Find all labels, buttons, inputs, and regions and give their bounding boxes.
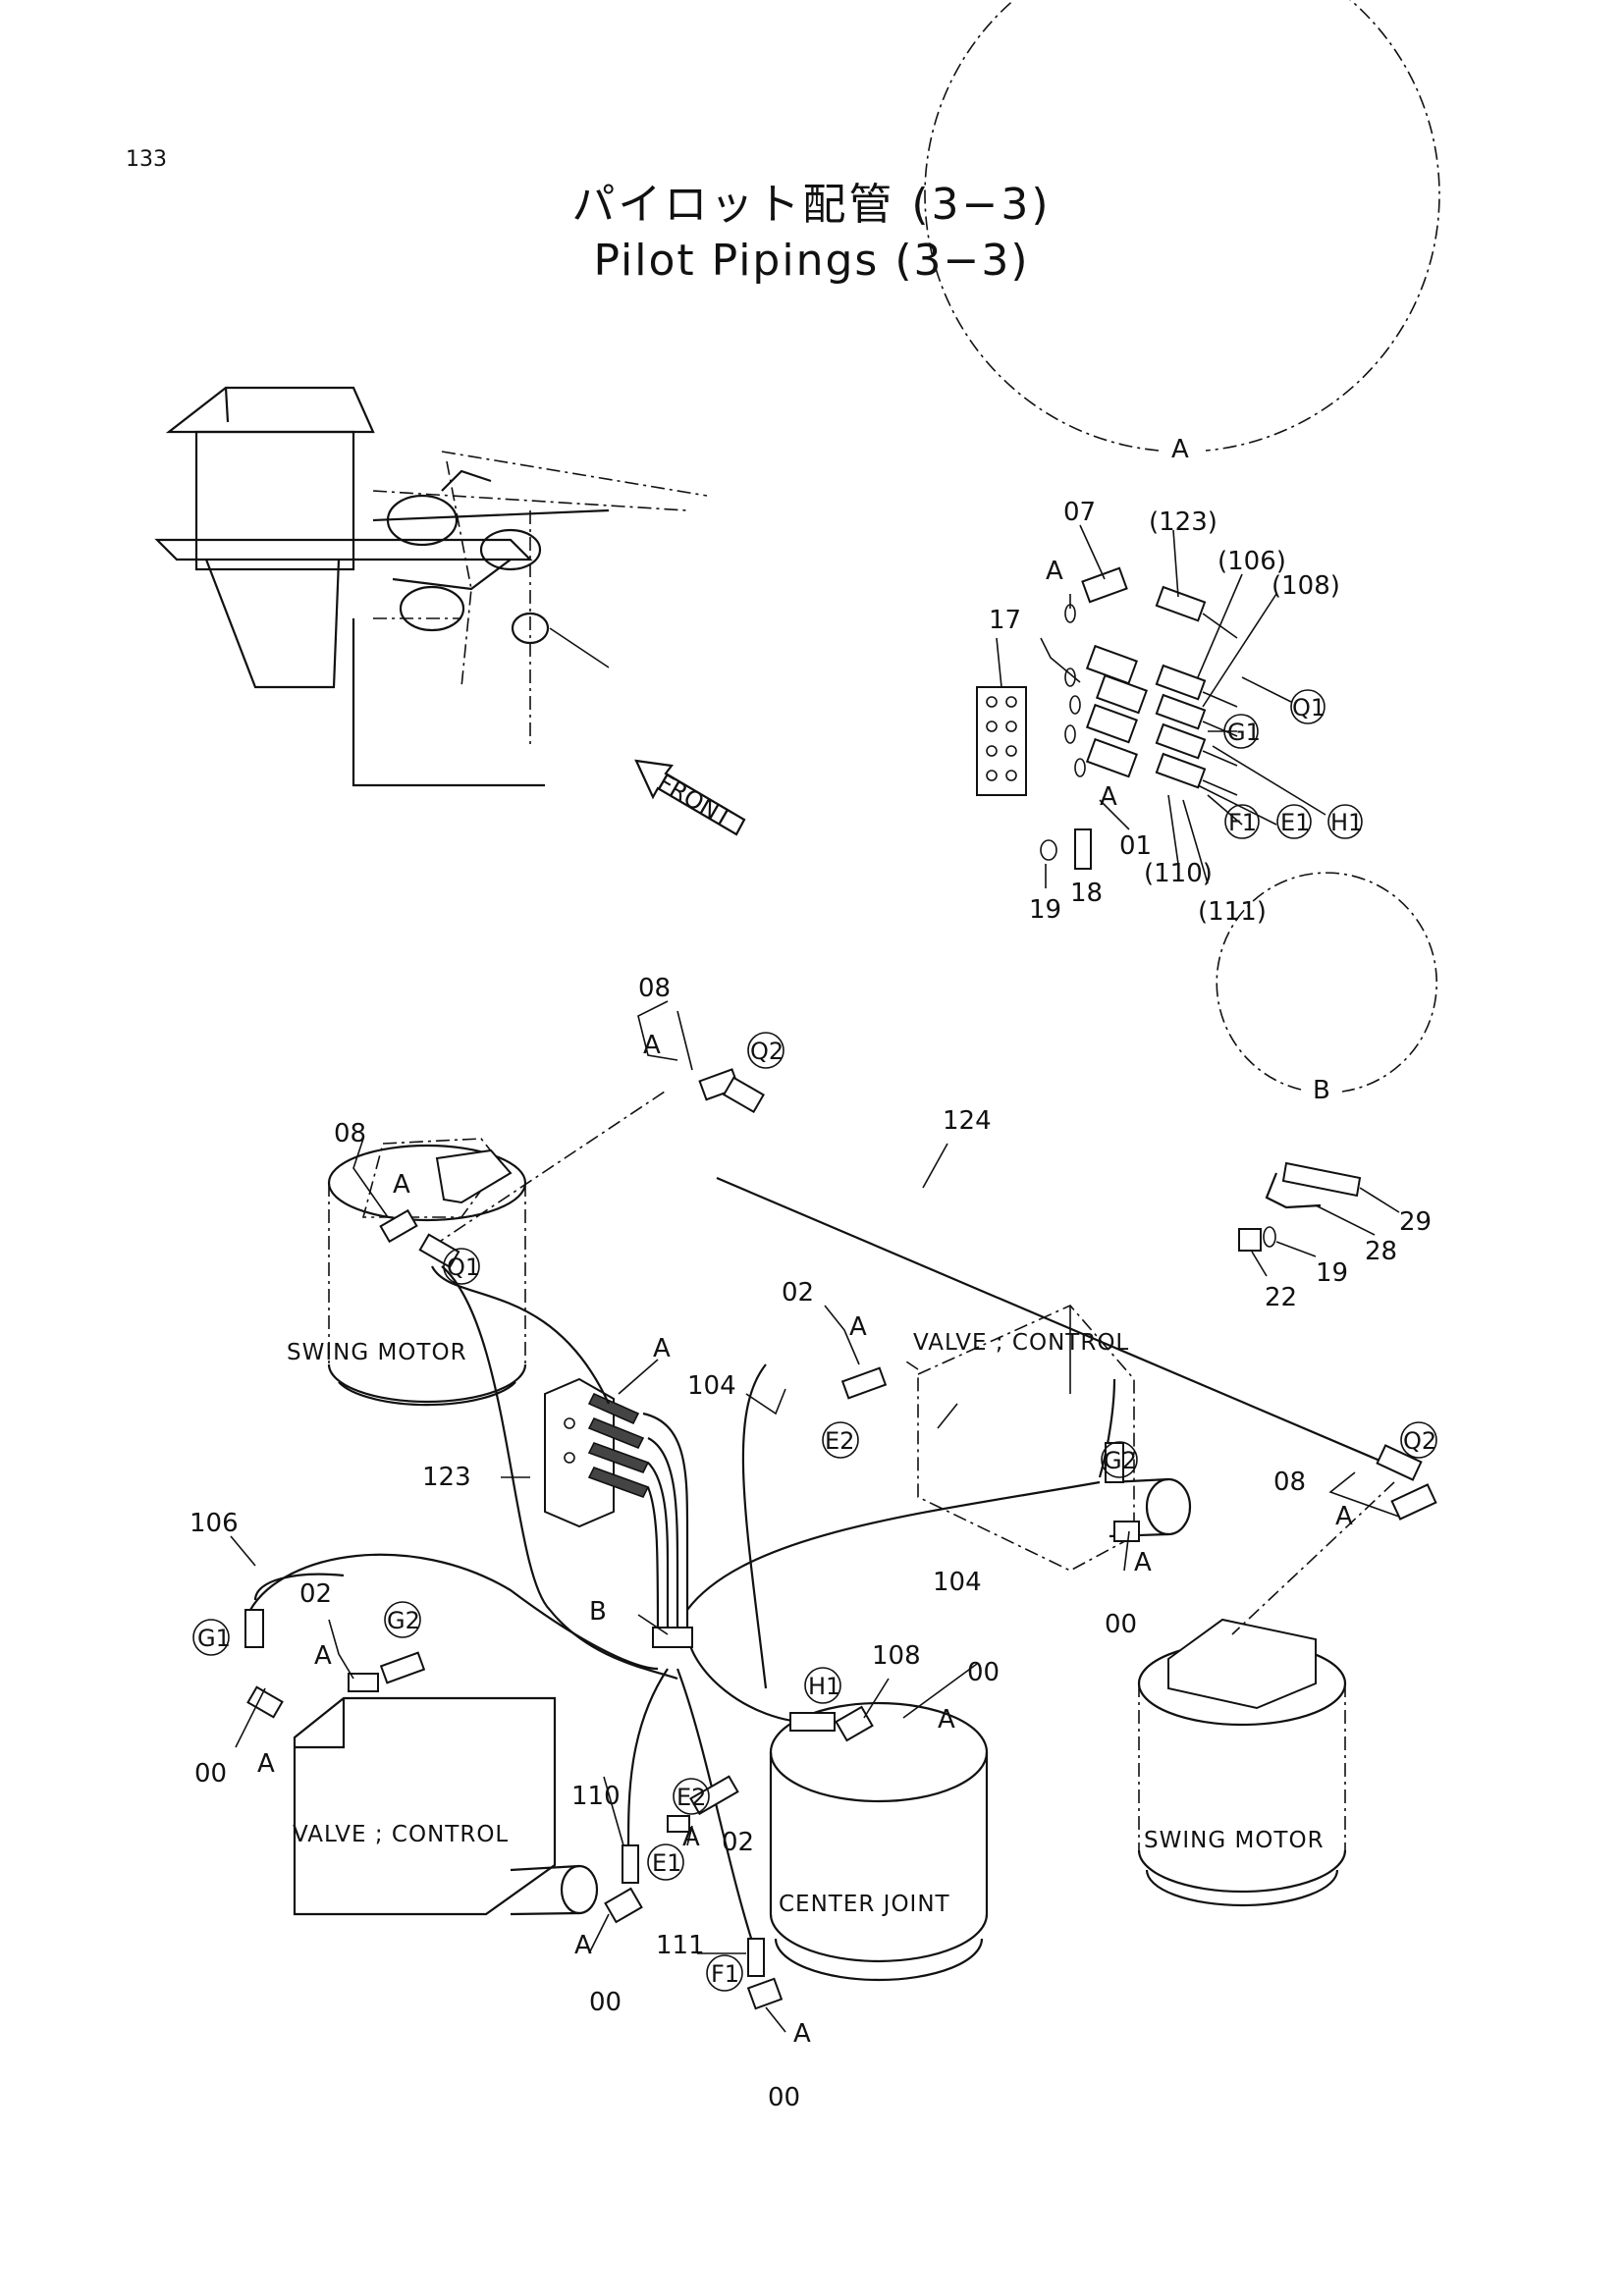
label-a-oring: A — [1046, 557, 1063, 586]
callout-108: 108 — [872, 1641, 921, 1671]
center-joint: CENTER JOINT — [769, 1701, 989, 1982]
callout-02-left: 02 — [299, 1579, 332, 1609]
callout-a-08-right: A — [1335, 1502, 1353, 1531]
label-110-ref: (110) — [1144, 859, 1213, 888]
label-q1: Q1 — [1292, 694, 1325, 721]
swing-motor-right: SWING MOTOR — [1137, 1618, 1347, 1907]
callout-a-02-lower: A — [682, 1823, 700, 1852]
callout-g2-right: G2 — [1104, 1447, 1137, 1474]
callout-a-e1: A — [574, 1931, 592, 1960]
title-english: Pilot Pipings (3−3) — [593, 236, 1030, 286]
callout-00-f1: 00 — [768, 2083, 800, 2112]
control-valve-upper: VALVE ; CONTROL — [913, 1305, 1192, 1572]
callout-123: 123 — [422, 1463, 471, 1492]
valve-control-lower-label: VALVE ; CONTROL — [293, 1822, 509, 1847]
label-29: 29 — [1399, 1207, 1432, 1237]
swing-motor-left-label: SWING MOTOR — [287, 1340, 467, 1365]
callout-e2-lower: E2 — [676, 1784, 706, 1811]
callout-a-g2: A — [1134, 1548, 1152, 1577]
label-e1: E1 — [1280, 809, 1310, 836]
callout-a-08-left: A — [393, 1170, 410, 1200]
machine-overview: FRONT — [154, 386, 746, 836]
callout-h1-center: H1 — [808, 1673, 840, 1700]
label-19-b: 19 — [1316, 1258, 1348, 1288]
manifold-block — [544, 1377, 650, 1528]
label-01: 01 — [1119, 831, 1152, 861]
callout-q2-top: Q2 — [750, 1038, 784, 1065]
label-22: 22 — [1265, 1283, 1297, 1312]
callout-e2-upper: E2 — [825, 1427, 854, 1455]
detail-b-circle: B 29 28 19 22 — [1216, 872, 1438, 1312]
callout-00-h1: 00 — [967, 1658, 1000, 1687]
callout-02-lower: 02 — [722, 1828, 754, 1857]
callout-08-right: 08 — [1273, 1468, 1306, 1497]
label-h1: H1 — [1330, 809, 1363, 836]
callout-02-upper: 02 — [782, 1278, 814, 1308]
detail-b-title: B — [1313, 1076, 1330, 1105]
callout-00-e1: 00 — [589, 1988, 622, 2017]
callout-g1-left: G1 — [197, 1625, 231, 1652]
callout-08-left: 08 — [334, 1119, 366, 1148]
control-valve-lower: VALVE ; CONTROL — [293, 1696, 599, 1916]
detail-a-title: A — [1171, 435, 1189, 464]
label-a-oring-2: A — [1100, 782, 1117, 812]
callout-a-02-upper: A — [849, 1312, 867, 1342]
label-g1: G1 — [1227, 719, 1261, 746]
callout-q1-left: Q1 — [447, 1254, 480, 1281]
callout-f1-lower: F1 — [711, 1960, 739, 1988]
label-17: 17 — [989, 606, 1021, 635]
callout-e1-lower: E1 — [652, 1849, 681, 1877]
callout-a-block: A — [653, 1334, 671, 1363]
valve-control-upper-label: VALVE ; CONTROL — [913, 1330, 1129, 1356]
callout-a-h1: A — [938, 1705, 955, 1735]
callout-a-02-left: A — [314, 1641, 332, 1671]
label-123-ref: (123) — [1149, 507, 1217, 537]
front-label: FRONT — [653, 769, 736, 832]
callout-104-upper: 104 — [687, 1371, 736, 1401]
front-arrow: FRONT — [634, 759, 746, 836]
callout-a-f1: A — [793, 2019, 811, 2049]
callout-08-top: 08 — [638, 974, 671, 1003]
callout-g2-left: G2 — [387, 1607, 420, 1634]
label-28: 28 — [1365, 1237, 1397, 1266]
callout-a-g1: A — [257, 1749, 275, 1779]
callout-a-08-top: A — [643, 1031, 661, 1060]
swing-motor-right-label: SWING MOTOR — [1144, 1828, 1325, 1853]
callout-124: 124 — [943, 1106, 992, 1136]
page-number: 133 — [126, 147, 167, 172]
label-106-ref: (106) — [1217, 547, 1286, 576]
callout-00-g1: 00 — [194, 1759, 227, 1789]
callout-111: 111 — [656, 1931, 705, 1960]
label-f1: F1 — [1228, 809, 1257, 836]
detail-a-circle: A — [924, 0, 1440, 927]
callout-b-clamp: B — [589, 1597, 607, 1627]
label-111-ref: (111) — [1198, 897, 1267, 927]
title-japanese: パイロット配管 (3−3) — [571, 180, 1052, 230]
label-108-ref: (108) — [1271, 571, 1340, 601]
center-joint-label: CENTER JOINT — [779, 1892, 950, 1917]
label-19: 19 — [1029, 895, 1061, 925]
callout-00-g2: 00 — [1105, 1610, 1137, 1639]
main-piping-view: SWING MOTOR SWING MOTOR VALVE ; CONTROL — [189, 974, 1437, 2112]
callout-q2-right: Q2 — [1403, 1427, 1436, 1455]
label-18: 18 — [1070, 879, 1103, 908]
swing-motor-left: SWING MOTOR — [287, 1138, 527, 1407]
callout-110: 110 — [571, 1782, 621, 1811]
callout-106: 106 — [189, 1509, 239, 1538]
callout-104-lower: 104 — [933, 1568, 982, 1597]
label-07: 07 — [1063, 498, 1096, 527]
